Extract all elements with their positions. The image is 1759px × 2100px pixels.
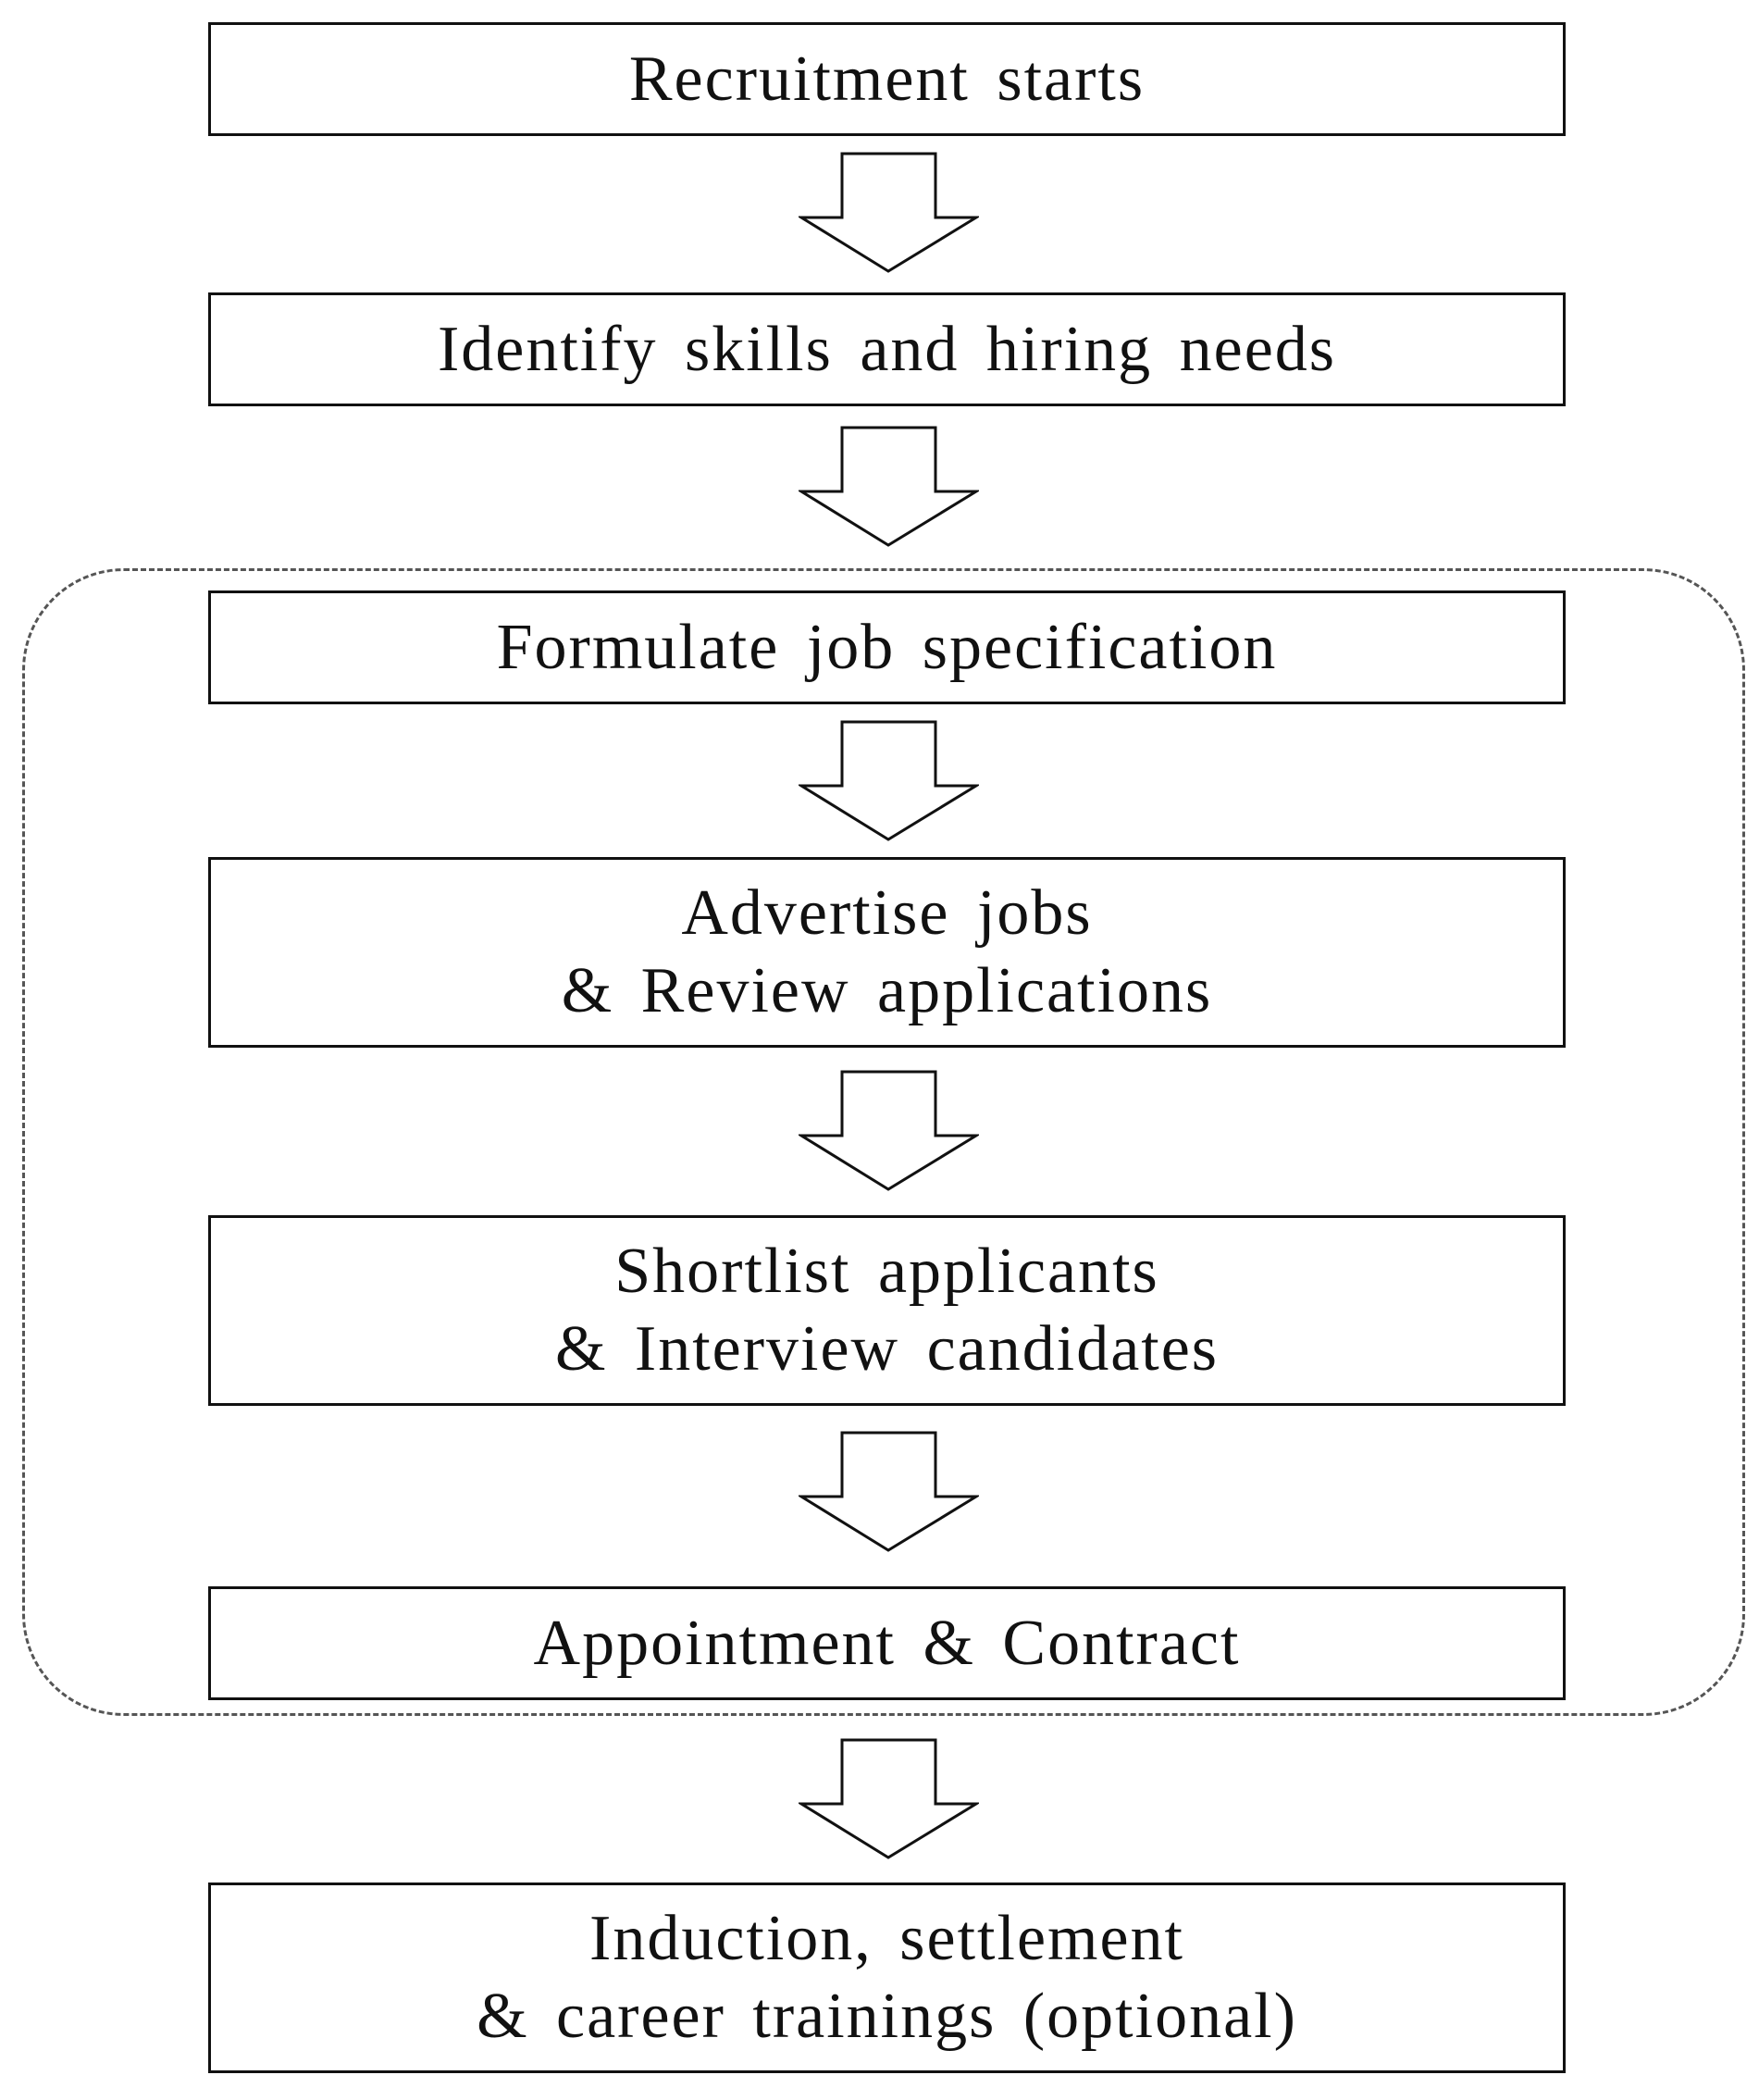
step-advertise-review: Advertise jobs & Review applications [208, 857, 1566, 1048]
down-arrow-icon [799, 720, 979, 842]
step-text-line: & Interview candidates [554, 1313, 1220, 1385]
step-induction-settlement: Induction, settlement & career trainings… [208, 1883, 1566, 2073]
step-formulate-job-specification: Formulate job specification [208, 590, 1566, 704]
step-text-line: Shortlist applicants [614, 1236, 1159, 1307]
step-appointment-contract: Appointment & Contract [208, 1586, 1566, 1700]
step-text-line: Induction, settlement [589, 1903, 1184, 1974]
step-text-line: & career trainings (optional) [477, 1981, 1297, 2052]
step-text-line: Identify skills and hiring needs [437, 313, 1337, 385]
step-text-line: & Review applications [561, 955, 1213, 1026]
down-arrow-icon [799, 1738, 979, 1860]
step-text-line: Formulate job specification [496, 611, 1278, 683]
step-shortlist-interview: Shortlist applicants & Interview candida… [208, 1215, 1566, 1406]
down-arrow-icon [799, 1070, 979, 1192]
step-identify-skills: Identify skills and hiring needs [208, 292, 1566, 406]
step-text-line: Advertise jobs [681, 877, 1093, 949]
step-text-line: Appointment & Contract [533, 1607, 1241, 1679]
highlighted-steps-group [22, 568, 1745, 1716]
down-arrow-icon [799, 426, 979, 548]
down-arrow-icon [799, 1431, 979, 1553]
step-text-line: Recruitment starts [628, 43, 1146, 115]
down-arrow-icon [799, 152, 979, 274]
step-recruitment-starts: Recruitment starts [208, 22, 1566, 136]
